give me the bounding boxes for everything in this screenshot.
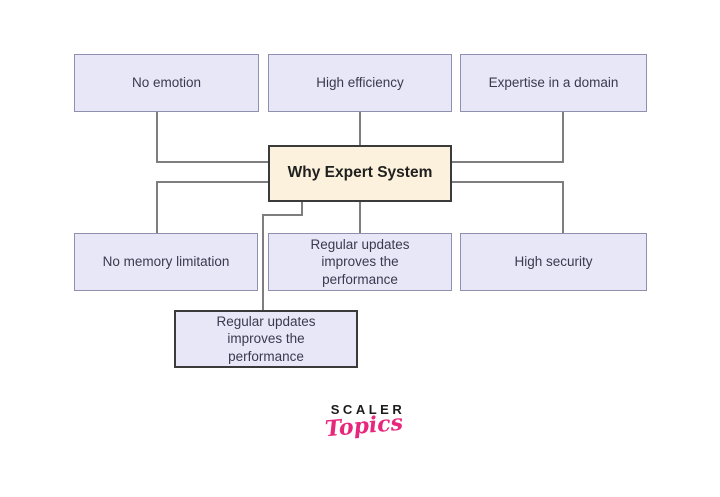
logo-brand-text: SCALER [330,402,406,417]
node-label: Regular updates improves the performance [216,313,316,364]
connector-line [262,214,264,310]
connector-line [562,112,564,163]
connector-line [359,112,361,145]
connector-line [156,161,268,163]
connector-line [359,202,361,233]
connector-line [156,112,158,163]
node-expertise-in-a-domain: Expertise in a domain [460,54,647,112]
scaler-topics-logo: SCALER Topics [322,402,414,450]
node-label: Expertise in a domain [488,75,619,91]
node-regular-updates: Regular updates improves the performance [268,233,452,291]
node-no-emotion: No emotion [74,54,259,112]
node-why-expert-system: Why Expert System [268,145,452,202]
node-label: High security [514,254,593,270]
connector-line [452,161,564,163]
connector-line [156,181,268,183]
node-regular-updates-duplicate: Regular updates improves the performance [174,310,358,368]
node-high-efficiency: High efficiency [268,54,452,112]
connector-line [262,214,303,216]
connector-line [562,181,564,233]
node-label: Why Expert System [287,164,433,182]
node-high-security: High security [460,233,647,291]
connector-line [156,181,158,233]
connector-line [301,202,303,216]
node-label: Regular updates improves the performance [310,236,410,287]
node-label: High efficiency [316,75,404,91]
node-label: No memory limitation [102,254,230,270]
node-no-memory-limitation: No memory limitation [74,233,258,291]
node-label: No emotion [131,75,202,91]
connector-line [452,181,564,183]
